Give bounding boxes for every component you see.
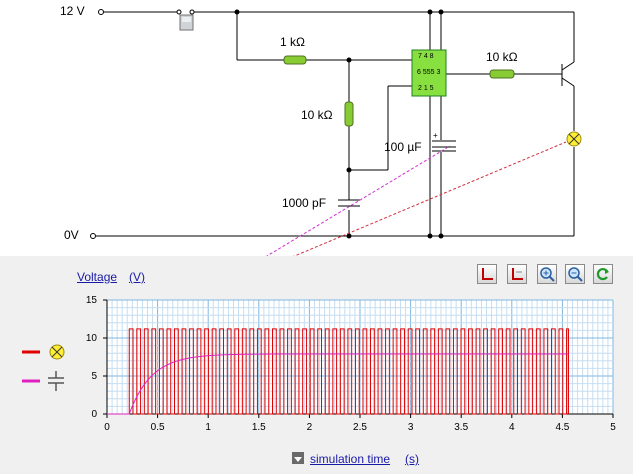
label-12v: 12 V (60, 4, 85, 18)
label-c2: 1000 pF (282, 196, 327, 210)
ic-pins-mid: 6 555 3 (417, 69, 441, 76)
legend-lamp (22, 342, 70, 367)
lamp-icon[interactable] (566, 131, 582, 147)
resistor-10k-b[interactable] (489, 69, 515, 79)
y-tick-label: 5 (91, 371, 97, 382)
cap-plus: + (433, 131, 438, 140)
probe-capacitor-line (266, 145, 451, 256)
refresh-icon (596, 267, 609, 281)
junction-dot (427, 233, 433, 239)
junction-dot (346, 57, 352, 63)
terminal-12v[interactable] (98, 9, 104, 15)
fit-xy-button[interactable] (477, 264, 497, 284)
junction-dot (438, 9, 444, 15)
circuit-schematic (90, 9, 582, 256)
fit-xy-icon (482, 268, 493, 280)
x-tick-label: 3 (408, 422, 414, 433)
chart-tick-labels: 0 0.5 1 1.5 2 2.5 3 3.5 4 4.5 5 0 5 10 15 (86, 295, 616, 433)
y-axis-quantity-link[interactable]: Voltage (77, 270, 118, 284)
refresh-button[interactable] (593, 264, 613, 284)
chevron-down-icon[interactable] (292, 452, 304, 464)
y-tick-label: 15 (86, 295, 98, 306)
x-tick-label: 0 (104, 422, 110, 433)
label-r3: 10 kΩ (486, 50, 518, 64)
junction-dot (438, 233, 444, 239)
fit-y-icon (512, 268, 523, 280)
voltage-chart: 0 0.5 1 1.5 2 2.5 3 3.5 4 4.5 5 0 5 10 15 (86, 295, 616, 433)
terminal-0v[interactable] (90, 233, 96, 239)
label-c1: 100 µF (384, 140, 422, 154)
zoom-in-button[interactable] (537, 264, 557, 284)
resistor-10k-a[interactable] (344, 101, 354, 127)
y-axis-unit-link[interactable]: (V) (129, 270, 145, 284)
x-tick-label: 2 (307, 422, 313, 433)
x-tick-label: 1 (205, 422, 211, 433)
y-tick-label: 10 (86, 333, 98, 344)
probe-lamp-line (293, 141, 567, 256)
transistor-collector (561, 61, 575, 71)
x-tick-label: 4 (509, 422, 515, 433)
zoom-out-button[interactable] (565, 264, 585, 284)
x-tick-label: 1.5 (252, 422, 266, 433)
junction-dot (346, 167, 352, 173)
lamp-icon (49, 344, 65, 360)
label-0v: 0V (64, 228, 79, 242)
x-tick-label: 0.5 (151, 422, 165, 433)
label-r1: 1 kΩ (280, 35, 305, 49)
x-tick-label: 2.5 (353, 422, 367, 433)
chart-series (107, 328, 569, 415)
chart-grid (106, 299, 614, 415)
series-line (107, 353, 569, 415)
y-tick-label: 0 (91, 409, 97, 420)
junction-dot (346, 233, 352, 239)
transistor-emitter (561, 77, 575, 87)
ic-pins-bot: 2 1 5 (418, 85, 434, 92)
junction-dot (234, 9, 240, 15)
x-axis-unit-link[interactable]: (s) (405, 452, 419, 466)
label-r2: 10 kΩ (301, 108, 333, 122)
zoom-out-icon (568, 267, 583, 282)
fit-y-button[interactable] (507, 264, 527, 284)
x-axis-quantity-link[interactable]: simulation time (310, 452, 391, 466)
ic-pins-top: 7 4 8 (418, 53, 434, 60)
resistor-1k[interactable] (283, 55, 307, 65)
ic-555[interactable] (411, 49, 447, 97)
zoom-in-icon (540, 267, 555, 282)
series-line (107, 328, 569, 415)
junction-dot (427, 9, 433, 15)
legend-capacitor (22, 370, 70, 397)
x-tick-label: 3.5 (454, 422, 468, 433)
x-tick-label: 5 (610, 422, 616, 433)
capacitor-icon (48, 371, 64, 391)
switch-icon[interactable] (176, 9, 195, 31)
x-tick-label: 4.5 (555, 422, 569, 433)
